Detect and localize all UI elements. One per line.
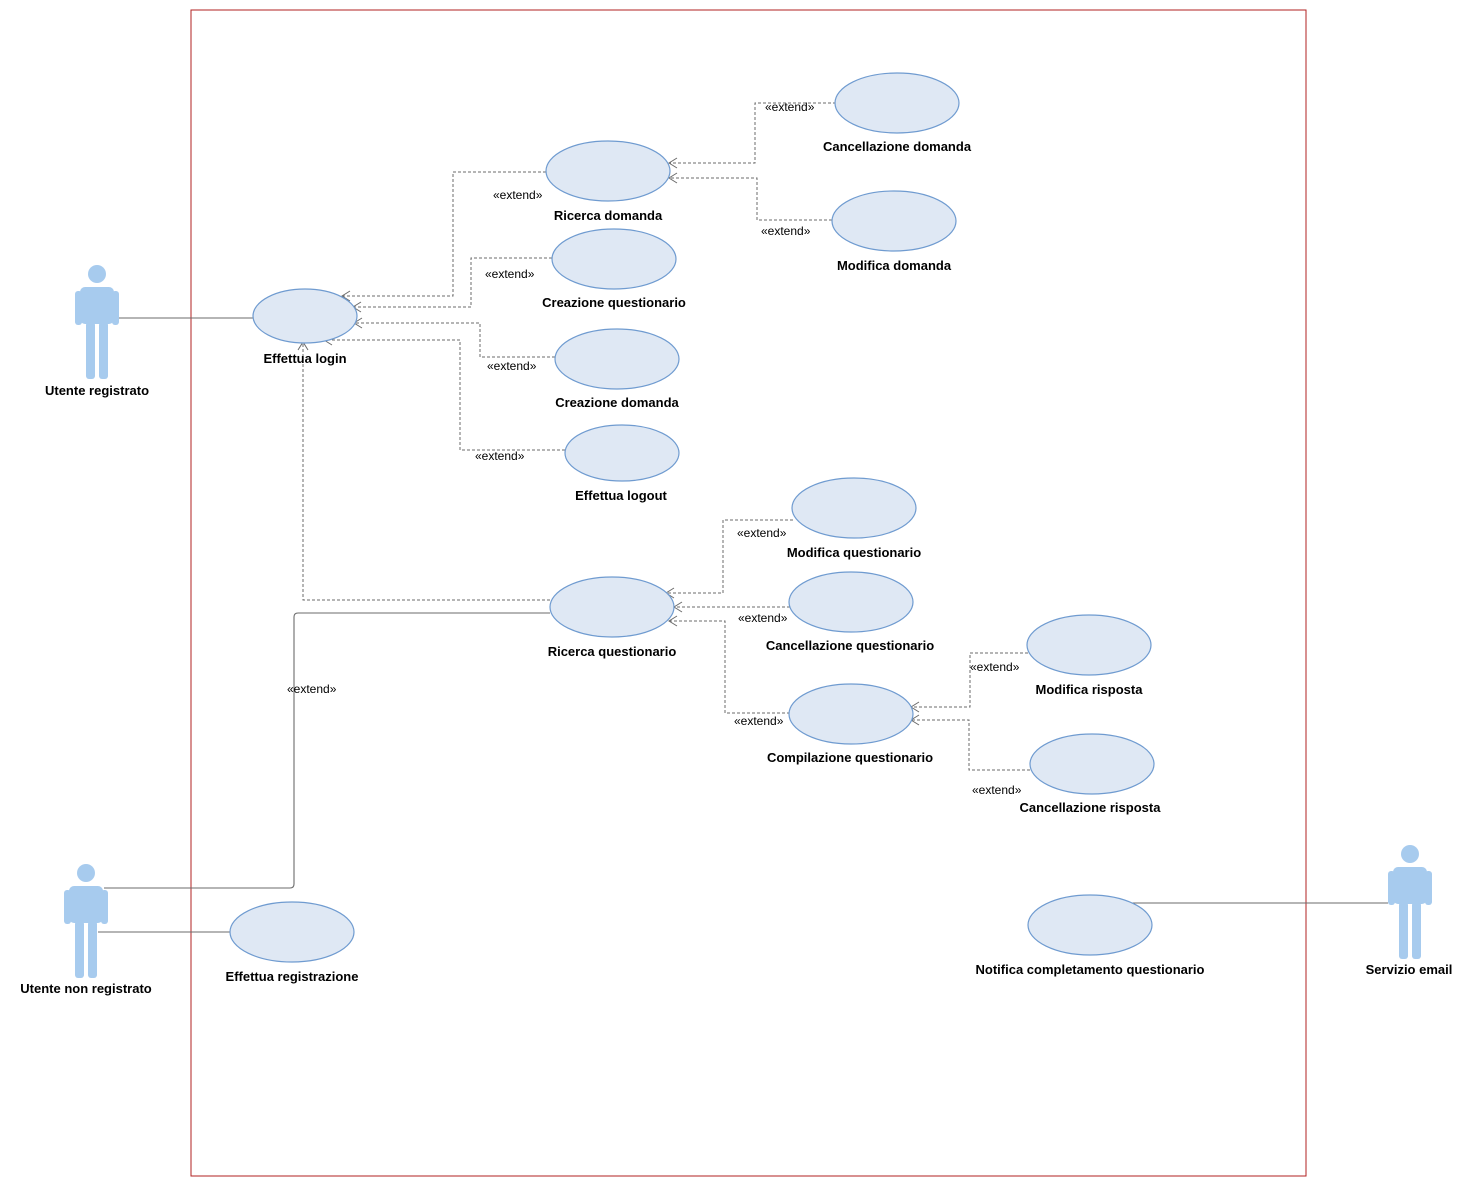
use-case-ellipse[interactable] (554, 328, 680, 390)
extend-label: «extend» (475, 449, 525, 463)
use-case-ellipse[interactable] (545, 140, 671, 202)
use-case-label: Modifica risposta (1036, 682, 1144, 697)
actor-label: Servizio email (1366, 962, 1453, 977)
use-case-ellipse[interactable] (788, 683, 914, 745)
use-case-label: Cancellazione questionario (766, 638, 934, 653)
actor-label: Utente non registrato (20, 981, 152, 996)
extend-label: «extend» (287, 682, 337, 696)
use-case-effettua-logout[interactable]: Effettua logout (564, 424, 680, 503)
use-case-ellipse[interactable] (1029, 733, 1155, 795)
use-case-label: Effettua registrazione (226, 969, 359, 984)
extend-label: «extend» (734, 714, 784, 728)
extend-label: «extend» (765, 100, 815, 114)
use-case-label: Cancellazione domanda (823, 139, 972, 154)
extend-label: «extend» (487, 359, 537, 373)
use-case-ellipse[interactable] (549, 576, 675, 638)
use-case-ellipse[interactable] (788, 571, 914, 633)
actor-icon[interactable] (64, 864, 108, 978)
use-case-effettua-registrazione[interactable]: Effettua registrazione (226, 901, 359, 984)
use-case-ellipse[interactable] (229, 901, 355, 963)
use-case-ellipse[interactable] (831, 190, 957, 252)
use-case-effettua-login[interactable]: Effettua login (252, 288, 358, 366)
actor-icon[interactable] (1388, 845, 1432, 959)
use-case-label: Compilazione questionario (767, 750, 933, 765)
use-case-label: Modifica domanda (837, 258, 952, 273)
actor-icon[interactable] (75, 265, 119, 379)
extend-labels: «extend» «extend» «extend» «extend» «ext… (287, 100, 1022, 797)
extend-label: «extend» (970, 660, 1020, 674)
use-case-compilazione-questionario[interactable]: Compilazione questionario (767, 683, 933, 765)
associations (98, 317, 1388, 933)
use-case-label: Creazione questionario (542, 295, 686, 310)
use-case-ricerca-domanda[interactable]: Ricerca domanda (545, 140, 671, 223)
use-case-label: Effettua login (263, 351, 346, 366)
use-case-modifica-questionario[interactable]: Modifica questionario (787, 477, 921, 560)
use-case-modifica-risposta[interactable]: Modifica risposta (1026, 614, 1152, 697)
extend-label: «extend» (761, 224, 811, 238)
use-case-ellipse[interactable] (551, 228, 677, 290)
use-case-label: Notifica completamento questionario (976, 962, 1205, 977)
use-case-label: Modifica questionario (787, 545, 921, 560)
use-case-creazione-domanda[interactable]: Creazione domanda (554, 328, 680, 410)
use-case-label: Ricerca domanda (554, 208, 663, 223)
extend-label: «extend» (737, 526, 787, 540)
assoc-nonregistrato-ricerca-questionario (104, 612, 550, 889)
use-case-label: Cancellazione risposta (1020, 800, 1162, 815)
use-case-ricerca-questionario[interactable]: Ricerca questionario (548, 576, 677, 659)
actor-label: Utente registrato (45, 383, 149, 398)
use-case-ellipse[interactable] (1027, 894, 1153, 956)
extend-label: «extend» (972, 783, 1022, 797)
extend-label: «extend» (738, 611, 788, 625)
use-case-ellipse[interactable] (1026, 614, 1152, 676)
use-case-ellipse[interactable] (834, 72, 960, 134)
extend-label: «extend» (485, 267, 535, 281)
actor-servizio-email[interactable]: Servizio email (1366, 845, 1453, 977)
use-case-ellipse[interactable] (791, 477, 917, 539)
use-case-notifica-completamento-questionario[interactable]: Notifica completamento questionario (976, 894, 1205, 977)
use-case-ellipse[interactable] (252, 288, 358, 344)
use-case-label: Ricerca questionario (548, 644, 677, 659)
actor-utente-registrato[interactable]: Utente registrato (45, 265, 149, 398)
use-case-label: Effettua logout (575, 488, 667, 503)
use-case-cancellazione-domanda[interactable]: Cancellazione domanda (823, 72, 972, 154)
use-case-cancellazione-risposta[interactable]: Cancellazione risposta (1020, 733, 1162, 815)
actor-utente-non-registrato[interactable]: Utente non registrato (20, 864, 152, 996)
use-case-cancellazione-questionario[interactable]: Cancellazione questionario (766, 571, 934, 653)
use-case-modifica-domanda[interactable]: Modifica domanda (831, 190, 957, 273)
system-boundary (190, 9, 1307, 1177)
extend-label: «extend» (493, 188, 543, 202)
use-case-creazione-questionario[interactable]: Creazione questionario (542, 228, 686, 310)
use-case-label: Creazione domanda (555, 395, 679, 410)
use-case-ellipse[interactable] (564, 424, 680, 482)
